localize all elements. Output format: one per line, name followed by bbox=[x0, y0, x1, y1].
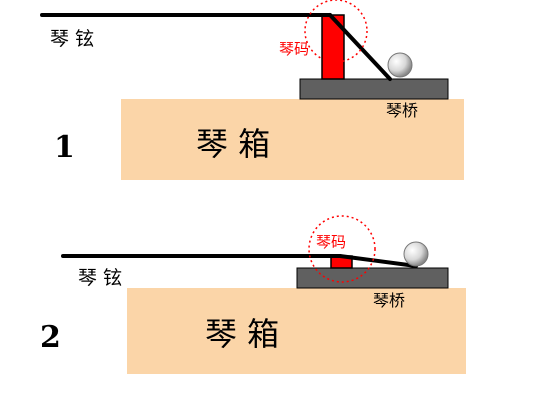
bridge-base bbox=[296, 267, 449, 289]
string-slope bbox=[328, 13, 392, 81]
bridge-label: 琴码 bbox=[316, 233, 346, 251]
box-label: 琴 箱 bbox=[196, 125, 270, 163]
string-label: 琴 铉 bbox=[50, 28, 94, 50]
panel-number: 2 bbox=[40, 320, 61, 355]
ball-end bbox=[387, 52, 413, 78]
bridge-block bbox=[321, 14, 345, 80]
sound-box bbox=[121, 99, 464, 180]
box-label: 琴 箱 bbox=[205, 315, 279, 353]
tailpiece-label: 琴桥 bbox=[373, 291, 405, 310]
highlight-circle bbox=[304, 0, 368, 63]
string-slope bbox=[338, 254, 418, 268]
highlight-circle bbox=[308, 215, 376, 283]
bridge-base bbox=[299, 78, 449, 100]
string-label: 琴 铉 bbox=[78, 267, 122, 289]
panel-2: 琴 铉 琴码 琴桥 琴 箱 2 bbox=[40, 215, 466, 374]
panel-number: 1 bbox=[54, 130, 75, 165]
sound-box bbox=[127, 288, 466, 374]
panel-1: 琴 铉 琴码 琴桥 琴 箱 1 bbox=[40, 0, 464, 180]
ball-end bbox=[403, 241, 429, 267]
bridge-label: 琴码 bbox=[279, 40, 309, 58]
tailpiece-label: 琴桥 bbox=[386, 101, 418, 120]
